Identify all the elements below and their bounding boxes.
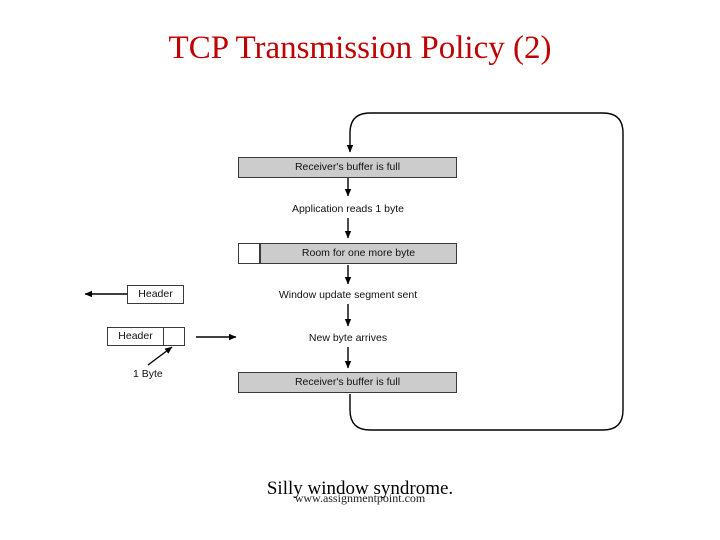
step-buffer-full-bottom: Receiver's buffer is full [238,372,457,393]
slide-caption: Silly window syndrome. [266,478,454,499]
segment-header-window-update: Header [127,285,184,304]
step-new-byte-arrives: New byte arrives [308,332,388,344]
watermark-text: www.assignmentpoint.com [294,491,426,505]
step-room-one-byte: Room for one more byte [260,243,457,264]
page-title: TCP Transmission Policy (2) [168,30,552,66]
one-byte-label: 1 Byte [133,368,163,380]
step-application-reads: Application reads 1 byte [291,203,405,215]
free-byte-cell [238,243,260,264]
feedback-loop-path [346,112,624,431]
segment-header-new-byte: Header [107,327,164,346]
segment-byte-cell [163,327,185,346]
step-window-update: Window update segment sent [278,289,418,301]
step-buffer-full-top: Receiver's buffer is full [238,157,457,178]
one-byte-pointer [147,346,173,366]
